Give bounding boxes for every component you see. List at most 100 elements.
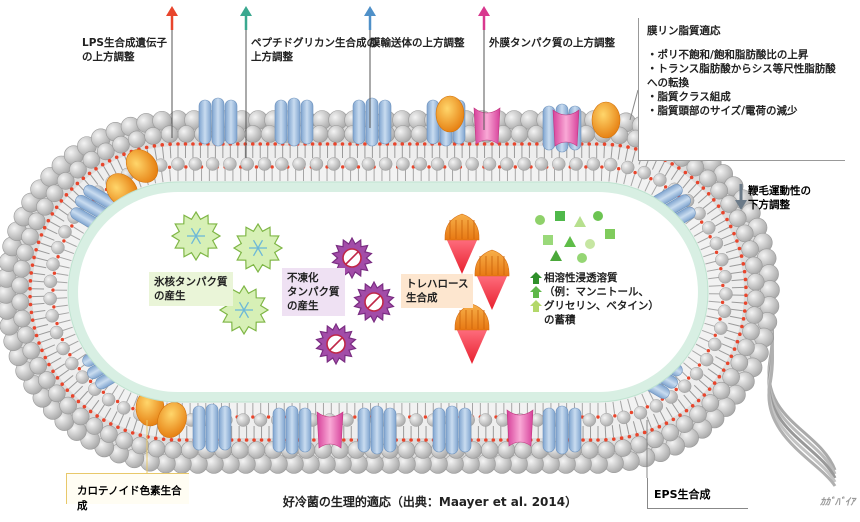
- lipid-tail: [646, 416, 652, 429]
- lipid-head: [650, 427, 654, 432]
- lipid-tail: [706, 268, 719, 272]
- lipid-tail: [79, 390, 89, 401]
- lipid-head: [587, 142, 592, 146]
- lipid-tail: [64, 333, 76, 340]
- lipid-tail: [132, 419, 138, 432]
- outer-membrane-protein: [473, 107, 501, 145]
- periplasm-bead: [413, 157, 428, 171]
- lps-bead: [82, 151, 101, 169]
- lps-bead: [414, 441, 432, 459]
- lipid-tail: [689, 222, 701, 231]
- lipid-tail: [61, 326, 73, 332]
- lipid-head: [60, 382, 64, 386]
- lipid-head: [51, 369, 55, 374]
- lps-bead: [115, 431, 134, 450]
- lipid-head: [743, 277, 748, 282]
- lipid-head: [34, 333, 39, 338]
- lipid-tail: [36, 324, 49, 328]
- lipid-head: [28, 286, 32, 291]
- periplasm-bead: [188, 157, 203, 171]
- transporter-protein: [432, 405, 472, 455]
- transporter-protein: [357, 405, 397, 455]
- lipid-head: [476, 438, 481, 442]
- periplasm-bead: [257, 157, 272, 171]
- periplasm-bead: [482, 157, 497, 171]
- lipid-tail: [625, 422, 630, 435]
- lipid-head: [664, 421, 669, 426]
- lipid-head: [42, 225, 47, 230]
- lipid-head: [400, 142, 405, 146]
- lipid-head: [30, 318, 35, 322]
- transporter-helix: [352, 99, 366, 145]
- lipid-head: [484, 438, 488, 442]
- lipid-head: [37, 341, 41, 345]
- lipid-tail: [671, 403, 680, 414]
- lipid-head: [645, 405, 650, 409]
- lipid-tail: [58, 208, 69, 216]
- lps-bead: [131, 436, 149, 455]
- lipid-tail: [685, 216, 696, 225]
- lps-bead: [730, 353, 749, 372]
- lipid-head: [356, 165, 361, 169]
- lipid-head: [613, 414, 617, 418]
- carotenoid-protein: [157, 402, 187, 438]
- periplasm-bead: [649, 399, 664, 413]
- lipid-head: [732, 231, 736, 236]
- lipid-head: [712, 381, 717, 385]
- lps-bead: [480, 441, 499, 459]
- phospholipid-adaptation-panel: 膜リン脂質適応 ・ポリ不飽和/飽和脂肪酸比の上昇 ・トランス脂肪酸からシス等尺性…: [638, 18, 845, 161]
- lipid-tail: [46, 350, 59, 358]
- lipid-head: [88, 409, 93, 414]
- lipid-head: [671, 417, 676, 422]
- porin-barrel: [473, 107, 501, 145]
- transporter-helix: [218, 405, 232, 451]
- lipid-tail: [111, 385, 119, 396]
- transporter-helix: [198, 99, 212, 145]
- lipid-head: [683, 170, 688, 175]
- lipid-tail: [97, 403, 106, 415]
- flagellum-arrow-head: [735, 200, 747, 210]
- lipid-head: [108, 422, 113, 426]
- lipid-head: [70, 224, 74, 228]
- ice-crystal-arm: [257, 247, 264, 257]
- ice-crystal-arm: [243, 309, 250, 319]
- lipid-head: [616, 167, 621, 171]
- eps-label: EPS生合成: [654, 488, 711, 501]
- lipid-head: [742, 269, 747, 274]
- lps-bead: [397, 441, 416, 459]
- lipid-head: [333, 142, 337, 146]
- lps-bead: [735, 224, 754, 243]
- solute-up-arrow: [530, 286, 542, 298]
- lipid-head: [94, 167, 98, 171]
- lipid-head: [47, 362, 51, 367]
- lipid-tail: [648, 390, 655, 402]
- lipid-head: [348, 142, 352, 146]
- lipid-head: [499, 438, 503, 442]
- lipid-tail: [670, 169, 679, 181]
- lipid-head: [81, 176, 86, 181]
- lipid-head: [40, 348, 44, 353]
- lipid-tail: [118, 388, 125, 400]
- lipid-head: [735, 239, 739, 243]
- lipid-tail: [721, 343, 733, 349]
- lipid-tail: [110, 162, 117, 174]
- lipid-head: [743, 301, 748, 305]
- lipid-head: [740, 324, 744, 329]
- lps-bead: [16, 243, 34, 262]
- lipid-tail: [65, 241, 77, 248]
- periplasm-bead: [633, 406, 648, 420]
- lipid-tail: [665, 407, 673, 418]
- lipid-tail: [705, 260, 718, 265]
- lipid-head: [584, 165, 588, 169]
- lipid-head: [265, 142, 270, 146]
- lipid-tail: [91, 399, 100, 411]
- periplasm-bead: [586, 157, 601, 171]
- periplasm-bead: [236, 413, 250, 427]
- lipid-head: [69, 187, 74, 191]
- periplasm-bead: [58, 225, 72, 239]
- lipid-head: [535, 142, 539, 146]
- lipid-tail: [55, 281, 68, 284]
- transporter-helix: [357, 407, 371, 453]
- lps-bead: [12, 260, 31, 278]
